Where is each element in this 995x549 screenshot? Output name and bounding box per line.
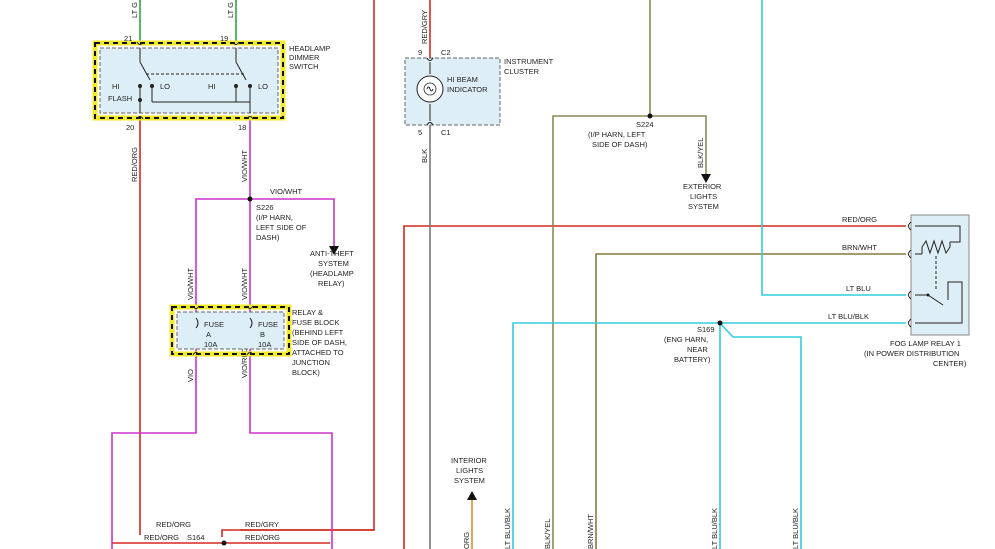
label-red-org-bot2: RED/ORG (144, 533, 179, 542)
instrument-cluster-title: INSTRUMENT CLUSTER (504, 57, 555, 76)
arrow-interior-lights (467, 491, 477, 500)
label-vio-wht-horiz: VIO/WHT (270, 187, 302, 196)
label-red-gry-bot: RED/GRY (245, 520, 279, 529)
label-vio-red: VIO/RED (240, 347, 249, 378)
fog-lamp-relay-label: FOG LAMP RELAY 1 (IN POWER DISTRIBUTION … (864, 339, 967, 368)
dimmer-hi2-label: HI (208, 82, 216, 91)
dimmer-switch-title: HEADLAMP DIMMER SWITCH (289, 44, 332, 71)
cluster-pin-5: 5 (418, 128, 422, 137)
wire-lt-blu (761, 0, 906, 296)
dimmer-pin-21: 21 (124, 34, 132, 43)
fuse-b-label: FUSE B 10A (258, 320, 280, 349)
wire-blk-yel-left (552, 115, 650, 549)
label-red-org-relay: RED/ORG (842, 215, 877, 224)
splice-s226-dot (247, 196, 253, 202)
wire-blk-yel-right (650, 115, 707, 176)
label-blk-yel-right: BLK/YEL (696, 138, 705, 168)
headlamp-dimmer-switch: 21 19 20 18 HI FLASH LO HI LO HEADLAMP D… (92, 34, 332, 132)
dimmer-pin-19: 19 (220, 34, 228, 43)
fog-lamp-relay: FOG LAMP RELAY 1 (IN POWER DISTRIBUTION … (864, 214, 970, 368)
hi-beam-indicator-label: HI BEAM INDICATOR (447, 75, 488, 94)
label-red-org-left: RED/ORG (130, 147, 139, 182)
dimmer-lo2-label: LO (258, 82, 268, 91)
label-vio-wht-right: VIO/WHT (240, 268, 249, 300)
wires (111, 0, 906, 549)
label-vio-wht-left: VIO/WHT (186, 268, 195, 300)
label-bot-blu-blk-1: LT BLU/BLK (710, 508, 719, 549)
label-brn-wht-relay: BRN/WHT (842, 243, 877, 252)
arrow-exterior-lights (701, 174, 711, 183)
exterior-lights-label: EXTERIOR LIGHTS SYSTEM (683, 182, 723, 211)
dimmer-hi-label: HI (112, 82, 120, 91)
label-ltg-1: LT G (130, 2, 139, 18)
splice-s224-label: S224 (I/P HARN, LEFT SIDE OF DASH) (588, 120, 656, 149)
cluster-c2: C2 (441, 48, 451, 57)
label-lt-blu-blk: LT BLU/BLK (828, 312, 869, 321)
dimmer-pin-20: 20 (126, 123, 134, 132)
wire-red-org-relay (403, 225, 906, 549)
label-ltg-2: LT G (226, 2, 235, 18)
label-red-org-bot1: RED/ORG (156, 520, 191, 529)
dimmer-lo-label: LO (160, 82, 170, 91)
wire-vio-wht-horiz (195, 198, 335, 316)
wire-lt-blu-blk-s169b (719, 322, 802, 549)
splice-s169-label: S169 (ENG HARN, NEAR BATTERY) (664, 325, 717, 364)
label-bot-org: ORG (462, 532, 471, 549)
splice-s169-dot (717, 320, 723, 326)
fuse-a-label: FUSE A 10A (204, 320, 226, 349)
wire-lt-blu-blk (512, 322, 906, 549)
relay-fuse-block: FUSE A 10A FUSE B 10A RELAY & FUSE BLOCK… (169, 304, 349, 377)
wire-vio (111, 340, 197, 549)
label-vio-wht-vert: VIO/WHT (240, 150, 249, 182)
splice-s226-label: S226 (I/P HARN, LEFT SIDE OF DASH) (256, 203, 308, 242)
anti-theft-label: ANTI-THEFT SYSTEM (HEADLAMP RELAY) (310, 249, 356, 288)
label-bot-lt-blu-blk: LT BLU/BLK (503, 508, 512, 549)
splice-s224-dot (647, 113, 653, 119)
wire-vio-red (249, 340, 333, 549)
cluster-pin-9: 9 (418, 48, 422, 57)
dimmer-flash-label: FLASH (108, 94, 132, 103)
instrument-cluster: 9 C2 5 C1 HI BEAM INDICATOR INSTRUMENT C… (404, 48, 555, 137)
label-vio: VIO (186, 369, 195, 382)
label-blk: BLK (420, 149, 429, 163)
label-bot-blk-yel: BLK/YEL (543, 519, 552, 549)
arrow-anti-theft (329, 246, 339, 255)
fuse-block-desc: RELAY & FUSE BLOCK (BEHIND LEFT SIDE OF … (292, 308, 349, 377)
label-bot-brn-wht: BRN/WHT (586, 514, 595, 549)
dimmer-pin-18: 18 (238, 123, 246, 132)
wire-brn-wht (595, 253, 906, 549)
label-bot-blu-blk-2: LT BLU/BLK (791, 508, 800, 549)
interior-lights-label: INTERIOR LIGHTS SYSTEM (451, 456, 489, 485)
label-red-gry-top: RED/GRY (420, 10, 429, 44)
cluster-c1: C1 (441, 128, 451, 137)
splice-s164-label: S164 (187, 533, 205, 542)
splice-s164-dot (221, 540, 227, 546)
label-lt-blu: LT BLU (846, 284, 871, 293)
label-red-org-bot3: RED/ORG (245, 533, 280, 542)
